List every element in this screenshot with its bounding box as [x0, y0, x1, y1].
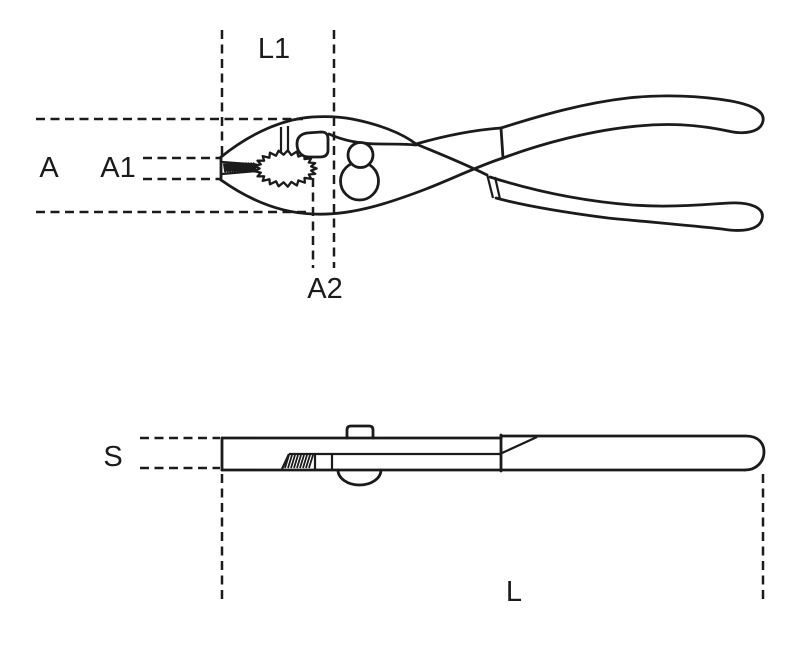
top-view-labels: L1 A A1 A2 — [39, 33, 342, 305]
slip-joint-hole — [295, 130, 330, 159]
head-bottom-outline — [219, 156, 505, 216]
segment-divider-lines — [313, 454, 334, 469]
inner-jaw-curve — [327, 132, 418, 147]
grip-outline — [499, 434, 766, 472]
serrated-jaw-opening — [253, 149, 318, 188]
upper-grip-outline — [499, 94, 765, 160]
label-a: A — [39, 152, 59, 184]
pivot-bulge-arc — [336, 468, 383, 487]
label-a1: A1 — [100, 152, 135, 184]
lower-grip-transition-marks — [485, 173, 502, 200]
neck-to-upper-grip — [414, 126, 503, 146]
lower-grip-outline — [488, 175, 764, 232]
neck-to-lower-grip — [414, 142, 489, 177]
hatch-lines — [284, 454, 314, 469]
side-view-labels: S L — [103, 441, 522, 608]
tip-serrations — [222, 162, 258, 173]
pivot-circle-small — [346, 141, 375, 169]
top-view-dimension-lines — [36, 30, 336, 268]
side-view-dimension-lines — [140, 436, 765, 604]
label-l1: L1 — [258, 33, 290, 65]
pliers-side-view — [220, 424, 766, 487]
slot-lines — [279, 126, 290, 153]
label-l: L — [506, 576, 522, 608]
adjustment-tab — [345, 424, 375, 440]
pliers-top-view — [219, 94, 765, 232]
label-s: S — [103, 441, 122, 473]
head-top-outline — [219, 115, 418, 159]
grip-diagonal-line — [501, 435, 538, 455]
label-a2: A2 — [307, 273, 342, 305]
upper-grip-transition-mark — [499, 126, 505, 160]
